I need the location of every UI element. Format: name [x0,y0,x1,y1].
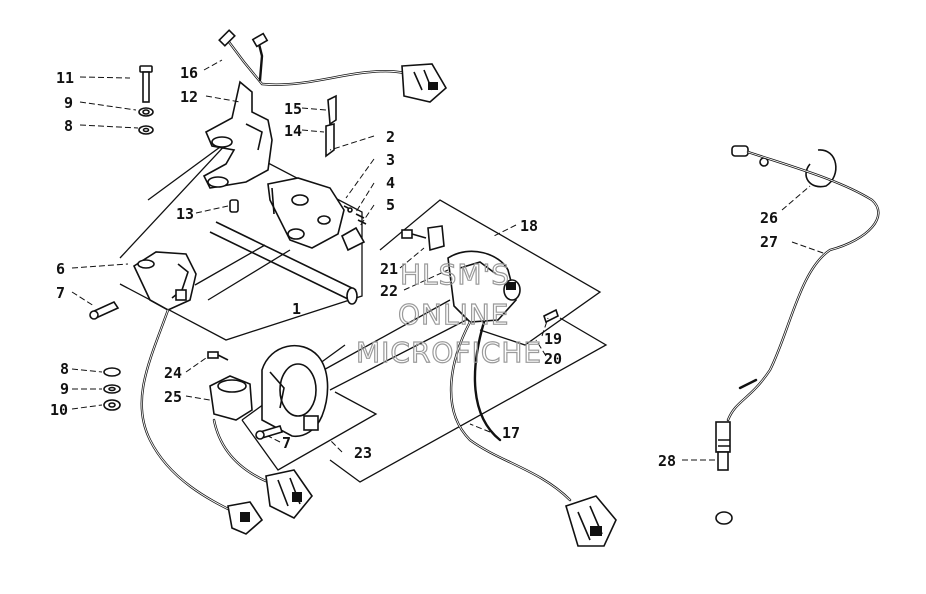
connector-plug-part-16 [401,63,448,103]
callout-8-lower: 8 [60,360,69,378]
callout-26: 26 [760,209,778,227]
callout-20: 20 [544,350,562,368]
throttle-cable-part-27 [726,150,880,422]
callout-6: 6 [56,260,65,278]
callout-9-lower: 9 [60,380,69,398]
switch-cable-part-16 [218,29,412,86]
screw-part-19 [543,308,559,324]
callout-19: 19 [544,330,562,348]
assembly-outline-17 [329,317,608,483]
bracket-part-21 [401,229,427,239]
callout-9-upper: 9 [64,94,73,112]
watermark-line-2: ONLINE [398,298,509,331]
callout-16: 16 [180,64,198,82]
callout-23: 23 [354,444,372,462]
screw-part-7-lower [255,425,284,440]
clip-part-15 [327,94,337,126]
screw-part-3 [343,205,353,213]
connector-guide-lines [194,244,471,391]
callout-15: 15 [284,100,302,118]
throttle-housing-part-25 [209,375,253,421]
throttle-cable-part-25 [212,418,270,484]
callout-8-upper: 8 [64,117,73,135]
clip-part-22 [427,225,445,252]
switch-housing-part-2 [267,177,345,249]
screw-part-24 [207,351,229,361]
callout-12: 12 [180,88,198,106]
flat-washer-part-8-lower [103,367,121,377]
mounting-bracket-part-12 [202,80,273,189]
flat-washer-part-8-upper [138,125,154,135]
callout-7-upper: 7 [56,284,65,302]
callout-22: 22 [380,282,398,300]
callout-28: 28 [658,452,676,470]
switch-cable-part-17 [449,320,572,502]
plate-part-5 [340,226,366,252]
spring-part-4 [355,213,367,225]
screw-part-7-upper [89,300,120,320]
callout-7-lower: 7 [282,434,291,452]
leader-lines [71,59,827,461]
callout-labels: 11 9 8 16 12 15 14 2 3 4 5 13 18 6 21 7 … [50,64,778,470]
callout-2: 2 [386,128,395,146]
nut-part-10 [103,399,121,411]
lock-washer-part-9-upper [138,107,154,117]
callout-13: 13 [176,205,194,223]
callout-4: 4 [386,174,395,192]
connector-part-6 [227,501,264,535]
callout-3: 3 [386,151,395,169]
callout-17: 17 [502,424,520,442]
callout-11: 11 [56,69,74,87]
bolt-part-11 [139,65,153,103]
cable-adjuster-part-28 [715,421,733,525]
assembly-outline-18 [379,199,602,346]
callout-27: 27 [760,233,778,251]
retainer-part-14 [325,122,335,158]
spacer-part-13 [229,199,239,213]
callout-18: 18 [520,217,538,235]
connector-part-25 [265,469,314,520]
handlebar-tube-part-1 [209,221,358,305]
lock-washer-part-9-lower [103,384,121,394]
callout-5: 5 [386,196,395,214]
throttle-control-part-23 [261,344,329,438]
callout-24: 24 [164,364,182,382]
callout-25: 25 [164,388,182,406]
connector-part-17 [565,495,617,547]
switch-cable-part-6 [140,308,236,514]
watermark-line-1: HLSM'S [400,258,510,291]
callout-21: 21 [380,260,398,278]
callout-14: 14 [284,122,302,140]
switch-assembly-part-18 [447,250,521,323]
watermark: HLSM'S ONLINE MICROFICHE [355,257,542,369]
watermark-line-3: MICROFICHE [356,336,542,369]
callout-10: 10 [50,401,68,419]
switch-block-part-6 [132,251,197,311]
callout-1: 1 [292,300,301,318]
